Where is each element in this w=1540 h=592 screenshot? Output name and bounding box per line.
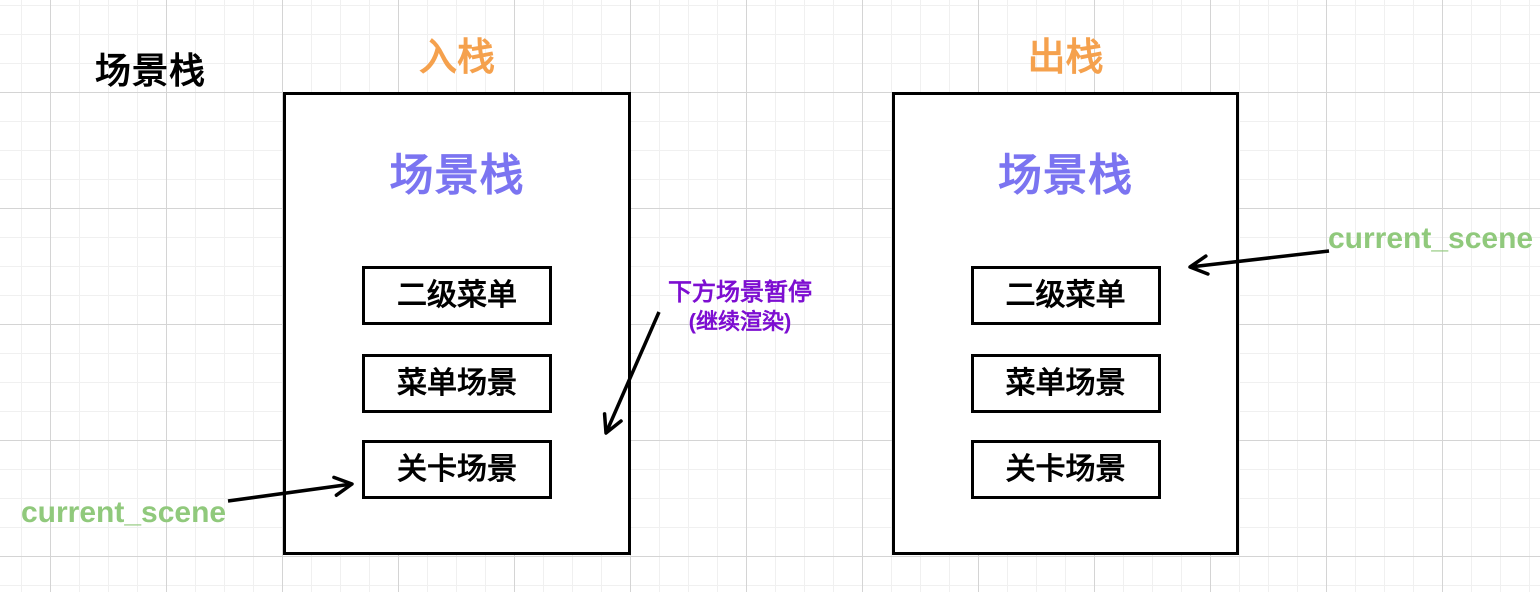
push-label: 入栈 (418, 37, 495, 79)
stack-item-level-scene: 关卡场景 (970, 440, 1161, 499)
pause-note-line1: 下方场景暂停 (668, 279, 812, 306)
pause-note-line2: (继续渲染) (688, 309, 792, 334)
stack-item-secondary-menu: 二级菜单 (362, 266, 552, 325)
stack-item-menu-scene: 菜单场景 (970, 354, 1161, 413)
stack-item-secondary-menu: 二级菜单 (970, 266, 1161, 325)
stack-item-menu-scene: 菜单场景 (362, 354, 552, 413)
page-title: 场景栈 (95, 50, 207, 91)
push-stack-title: 场景栈 (389, 151, 525, 200)
pause-note: 下方场景暂停 (继续渲染) (650, 278, 830, 336)
pop-stack-title: 场景栈 (998, 151, 1133, 200)
current-scene-label-left: current_scene (21, 496, 227, 529)
stack-item-level-scene: 关卡场景 (362, 440, 552, 499)
pop-label: 出栈 (1027, 37, 1104, 79)
pop-stack-box: 场景栈 二级菜单 菜单场景 关卡场景 (892, 92, 1239, 555)
current-scene-label-right: current_scene (1328, 222, 1534, 255)
push-stack-box: 场景栈 二级菜单 菜单场景 关卡场景 (283, 92, 631, 555)
